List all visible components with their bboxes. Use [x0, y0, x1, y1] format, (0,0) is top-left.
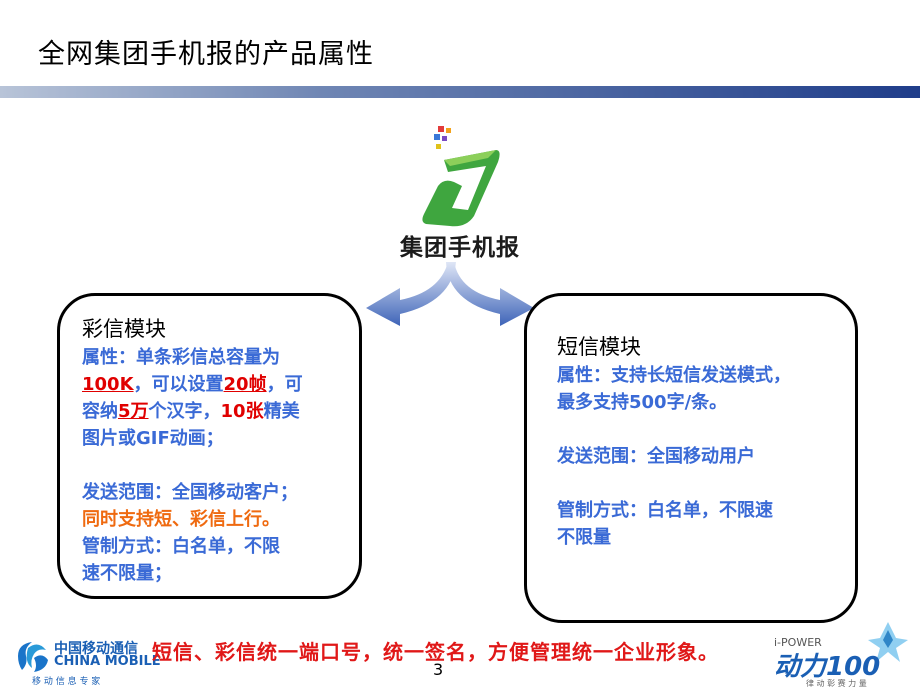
title-divider-bar — [0, 86, 920, 98]
power100-brand: i-POWER 动力100 律 动 彰 赛 力 量 — [774, 620, 914, 690]
china-mobile-logo: 中国移动通信 CHINA MOBILE 移 动 信 息 专 家 — [12, 634, 161, 690]
company-name-cn: 中国移动通信 — [54, 641, 138, 657]
mms-frames-value: 20帧 — [223, 374, 267, 395]
sms-module-card: 短信模块 属性：支持长短信发送模式， 最多支持500字/条。 发送范围：全国移动… — [524, 293, 858, 623]
mms-control-line2: 速不限量； — [82, 563, 172, 584]
sms-control-line2: 不限量 — [557, 527, 611, 548]
mms-range: 发送范围：全国移动客户； — [82, 482, 298, 503]
mms-attr-text: 个汉字， — [148, 401, 221, 422]
mms-images-value: 10张 — [220, 401, 264, 422]
sms-control-line1: 管制方式：白名单，不限速 — [557, 500, 773, 521]
mms-control-line1: 管制方式：白名单，不限 — [82, 536, 280, 557]
brand-subtitle: 律 动 彰 赛 力 量 — [806, 679, 867, 688]
mms-heading: 彩信模块 — [82, 317, 166, 341]
mms-attr-line1: 属性：单条彩信总容量为 — [82, 347, 280, 368]
brand-tagline: i-POWER — [774, 636, 822, 649]
handset-paper-logo-icon — [422, 126, 500, 227]
page-number: 3 — [433, 660, 444, 679]
company-name-en: CHINA MOBILE — [54, 654, 161, 669]
mms-attr-line3: 容纳5万个汉字，10张精美 — [82, 398, 359, 425]
china-mobile-mark-icon — [18, 642, 48, 672]
mms-module-card: 彩信模块 属性：单条彩信总容量为 100K，可以设置20帧，可 容纳5万个汉字，… — [57, 293, 362, 599]
mms-attr-text: 容纳 — [82, 401, 118, 422]
crystal-star-icon — [868, 622, 908, 662]
sms-attr-line2: 最多支持500字/条。 — [557, 392, 728, 413]
mms-size-value: 100K — [82, 374, 134, 395]
mms-attr-text: 精美 — [263, 401, 300, 422]
mms-attr-text: ，可 — [266, 374, 303, 395]
footer-slogan: 短信、彩信统一端口号，统一签名，方便管理统一企业形象。 — [152, 640, 719, 664]
page-title: 全网集团手机报的产品属性 — [38, 39, 374, 70]
logo-label: 集团手机报 — [400, 235, 520, 261]
branch-arrows-icon — [366, 262, 534, 326]
mms-attr-line4: 图片或GIF动画； — [82, 428, 224, 449]
brand-name: 动力100 — [774, 652, 881, 682]
company-subtitle: 移 动 信 息 专 家 — [32, 677, 101, 687]
mms-attr-line2: 100K，可以设置20帧，可 — [82, 371, 359, 398]
mms-chars-value: 5万 — [118, 401, 149, 422]
sms-heading: 短信模块 — [557, 335, 641, 359]
sms-range: 发送范围：全国移动用户 — [557, 446, 755, 467]
sms-attr-line1: 属性：支持长短信发送模式， — [557, 365, 791, 386]
mms-attr-text: ，可以设置 — [133, 374, 224, 395]
mms-uplink: 同时支持短、彩信上行。 — [82, 509, 280, 530]
